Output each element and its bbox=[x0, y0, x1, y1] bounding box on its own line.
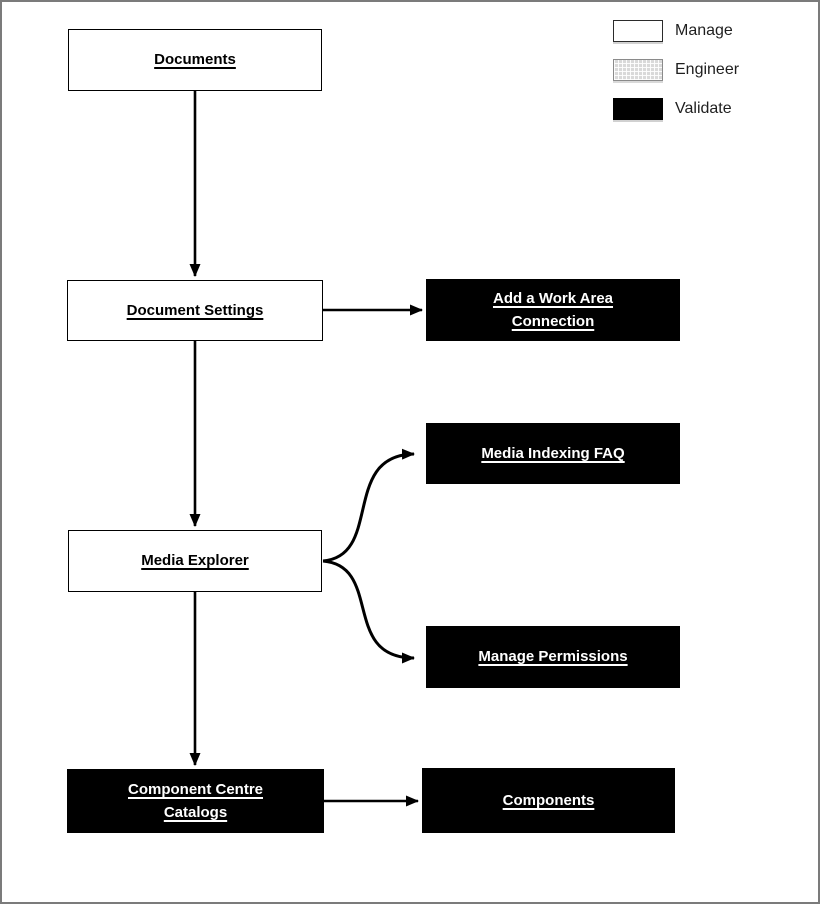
node-component-centre-catalogs-label: Component Centre Catalogs bbox=[128, 780, 263, 821]
legend-item-manage: Manage bbox=[613, 20, 733, 42]
node-component-centre-catalogs[interactable]: Component Centre Catalogs bbox=[67, 769, 324, 833]
node-media-indexing-faq[interactable]: Media Indexing FAQ bbox=[426, 423, 680, 484]
node-documents-label: Documents bbox=[154, 51, 236, 69]
node-media-explorer-label: Media Explorer bbox=[141, 552, 249, 570]
engineer-swatch bbox=[613, 59, 663, 81]
node-components-label: Components bbox=[502, 791, 595, 809]
legend-label-validate: Validate bbox=[675, 100, 732, 117]
validate-swatch bbox=[613, 98, 663, 120]
node-add-work-area-connection[interactable]: Add a Work Area Connection bbox=[426, 279, 680, 341]
node-documents[interactable]: Documents bbox=[68, 29, 322, 91]
node-components[interactable]: Components bbox=[422, 768, 675, 833]
legend-label-manage: Manage bbox=[675, 22, 733, 39]
legend-item-validate: Validate bbox=[613, 98, 732, 120]
node-add-work-area-connection-label: Add a Work Area Connection bbox=[492, 289, 614, 330]
legend-item-engineer: Engineer bbox=[613, 59, 739, 81]
node-media-explorer[interactable]: Media Explorer bbox=[68, 530, 322, 592]
node-media-indexing-faq-label: Media Indexing FAQ bbox=[481, 444, 625, 462]
node-manage-permissions-label: Manage Permissions bbox=[478, 648, 628, 666]
node-document-settings[interactable]: Document Settings bbox=[67, 280, 323, 341]
legend-label-engineer: Engineer bbox=[675, 61, 740, 78]
node-document-settings-label: Document Settings bbox=[126, 301, 264, 319]
manage-swatch bbox=[613, 20, 663, 42]
node-manage-permissions[interactable]: Manage Permissions bbox=[426, 626, 680, 688]
